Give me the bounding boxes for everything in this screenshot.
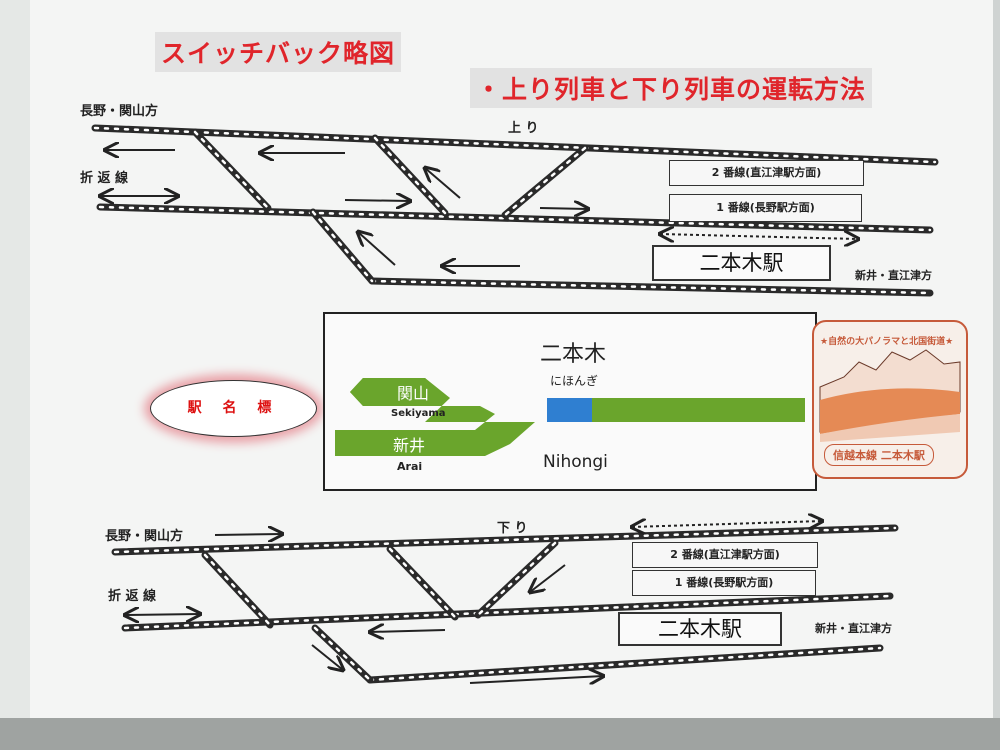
- next-station-romaji: Arai: [397, 460, 423, 473]
- top-right-direction-label: 新井・直江津方: [855, 269, 932, 282]
- stamp-top-text: ★自然の大パノラマと北国街道★: [820, 337, 954, 347]
- bottom-turnback-label: 折 返 線: [108, 589, 157, 604]
- top-turnback-label: 折 返 線: [80, 171, 129, 186]
- bottom-left-direction-label: 長野・関山方: [105, 529, 184, 544]
- arrow: [530, 564, 566, 592]
- top-direction-label: 上 り: [508, 121, 539, 136]
- arrow: [311, 644, 343, 670]
- station-stamp: ★自然の大パノラマと北国街道★ 信越本線 二本木駅: [812, 320, 968, 479]
- prev-station-arrow: [335, 378, 805, 456]
- rail-ties: [313, 626, 372, 682]
- arrow: [344, 200, 410, 201]
- bottom-station-label: 二本木駅: [618, 612, 782, 646]
- arrow: [660, 234, 858, 239]
- wall-edge: [0, 0, 30, 720]
- arrow: [214, 534, 282, 535]
- top-station-label: 二本木駅: [652, 245, 831, 281]
- rail-track: [366, 644, 884, 684]
- rail-ties: [370, 279, 932, 295]
- top-track1-label: 1 番線(長野駅方面): [669, 194, 862, 222]
- station-name-kana: にほんぎ: [550, 374, 599, 388]
- rail-track: [309, 208, 376, 285]
- rail-ties: [503, 146, 587, 217]
- arrow: [125, 614, 200, 615]
- arrow: [632, 521, 822, 527]
- rail-track: [386, 545, 459, 621]
- title-part2: ・上り列車と下り列車の運転方法: [470, 68, 873, 108]
- bottom-track1-label: 1 番線(長野駅方面): [632, 570, 816, 596]
- rail-ties: [476, 541, 557, 617]
- top-track2-label: 2 番線(直江津駅方面): [669, 160, 864, 186]
- arrow: [539, 208, 588, 209]
- bottom-right-direction-label: 新井・直江津方: [815, 622, 892, 635]
- arrow: [425, 168, 461, 199]
- mountain-illustration: [819, 349, 961, 442]
- arrow: [370, 630, 446, 632]
- prev-station-kanji: 関山: [397, 384, 430, 403]
- arrow: [469, 676, 603, 683]
- arrow: [358, 232, 396, 266]
- bottom-track2-label: 2 番線(直江津駅方面): [632, 542, 818, 568]
- rail-ties: [373, 136, 447, 215]
- rail-ties: [123, 594, 892, 630]
- stamp-bottom-text: 信越本線 二本木駅: [824, 444, 934, 466]
- rail-ties: [193, 130, 270, 210]
- rail-ties: [203, 553, 272, 627]
- line-graphic: [335, 378, 805, 456]
- prev-station-romaji: Sekiyama: [391, 408, 446, 419]
- next-station-kanji: 新井: [393, 436, 426, 455]
- bottom-direction-label: 下 り: [497, 521, 528, 536]
- station-name-sign: 二本木 にほんぎ 関山 Sekiyama 新井 Arai Nihongi: [323, 312, 817, 491]
- frame-bottom: [0, 718, 1000, 750]
- current-station-marker: [547, 398, 592, 422]
- station-name-romaji: Nihongi: [543, 452, 608, 472]
- station-sign-label: 駅 名 標: [150, 380, 317, 437]
- top-left-direction-label: 長野・関山方: [80, 104, 159, 119]
- rail-ties: [93, 126, 937, 164]
- station-name-kanji: 二本木: [540, 342, 607, 367]
- title-part1: スイッチバック略図: [155, 32, 402, 72]
